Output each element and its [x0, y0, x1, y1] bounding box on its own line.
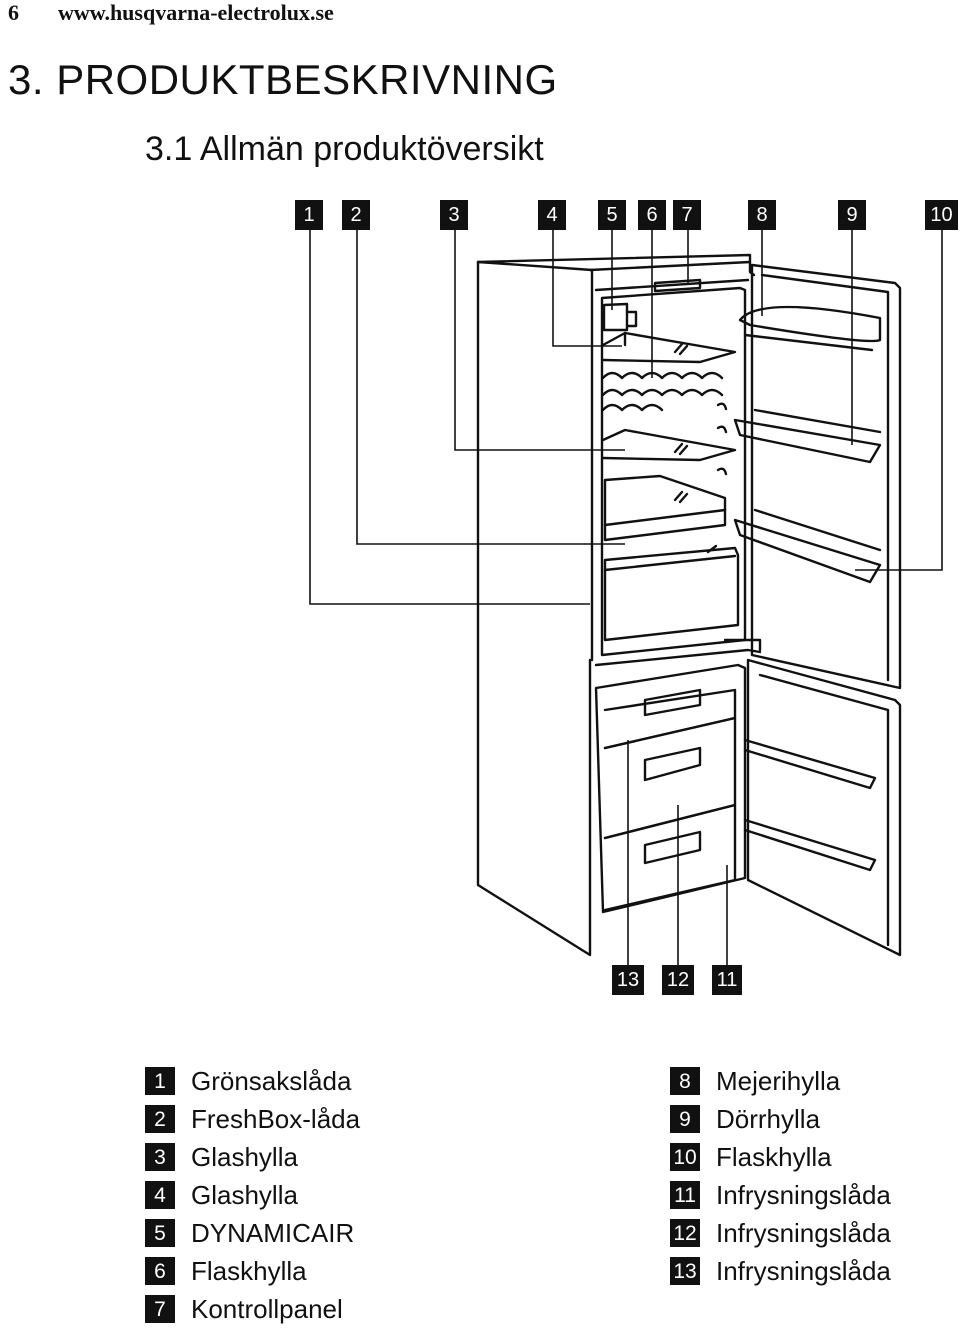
legend-number: 5 [145, 1219, 175, 1247]
legend-label: FreshBox-låda [191, 1104, 361, 1134]
legend-label: DYNAMICAIR [191, 1218, 355, 1248]
legend-item: 12 Infrysningslåda [670, 1214, 891, 1252]
website-url: www.husqvarna-electrolux.se [58, 0, 334, 25]
legend-number: 9 [670, 1105, 700, 1133]
section-title: 3. PRODUKTBESKRIVNING [8, 56, 558, 103]
page-header: 6 www.husqvarna-electrolux.se [8, 0, 334, 28]
legend-number: 7 [145, 1295, 175, 1323]
legend-item: 3 Glashylla [145, 1138, 360, 1176]
legend-number: 6 [145, 1257, 175, 1285]
legend-number: 2 [145, 1105, 175, 1133]
legend-number: 4 [145, 1181, 175, 1209]
legend-item: 6 Flaskhylla [145, 1252, 360, 1290]
legend-label: Flaskhylla [191, 1256, 307, 1286]
legend-item: 11 Infrysningslåda [670, 1176, 891, 1214]
callout-10: 10 [925, 200, 958, 230]
legend-label: Infrysningslåda [716, 1256, 891, 1286]
legend-number: 8 [670, 1067, 700, 1095]
legend-item: 1 Grönsakslåda [145, 1062, 360, 1100]
legend-label: Infrysningslåda [716, 1180, 891, 1210]
legend-label: Grönsakslåda [191, 1066, 352, 1096]
legend-number: 11 [670, 1181, 700, 1209]
legend-label: Flaskhylla [716, 1142, 832, 1172]
legend-number: 12 [670, 1219, 700, 1247]
callout-12: 12 [662, 965, 694, 995]
fridge-diagram [309, 230, 943, 965]
callout-2: 2 [342, 200, 370, 230]
callout-7: 7 [673, 200, 701, 230]
legend-item: 9 Dörrhylla [670, 1100, 891, 1138]
legend-item: 7 Kontrollpanel [145, 1290, 360, 1328]
legend-item: 2 FreshBox-låda [145, 1100, 360, 1138]
subsection-title: 3.1 Allmän produktöversikt [145, 130, 544, 168]
callout-3: 3 [440, 200, 468, 230]
callout-13: 13 [612, 965, 644, 995]
legend-number: 3 [145, 1143, 175, 1171]
legend-label: Mejerihylla [716, 1066, 841, 1096]
callout-9: 9 [838, 200, 866, 230]
legend-item: 13 Infrysningslåda [670, 1252, 891, 1290]
legend-number: 13 [670, 1257, 700, 1285]
legend-item: 8 Mejerihylla [670, 1062, 891, 1100]
legend-label: Kontrollpanel [191, 1294, 343, 1324]
legend-label: Glashylla [191, 1180, 298, 1210]
legend-item: 5 DYNAMICAIR [145, 1214, 360, 1252]
legend-label: Glashylla [191, 1142, 298, 1172]
callout-8: 8 [748, 200, 776, 230]
callout-4: 4 [538, 200, 566, 230]
callout-6: 6 [638, 200, 666, 230]
legend-number: 1 [145, 1067, 175, 1095]
callout-1: 1 [295, 200, 323, 230]
legend-item: 10 Flaskhylla [670, 1138, 891, 1176]
legend-item: 4 Glashylla [145, 1176, 360, 1214]
callout-5: 5 [598, 200, 626, 230]
legend-number: 10 [670, 1143, 700, 1171]
legend-label: Infrysningslåda [716, 1218, 891, 1248]
legend-label: Dörrhylla [716, 1104, 821, 1134]
callout-11: 11 [712, 965, 742, 995]
page-number: 6 [8, 0, 19, 25]
